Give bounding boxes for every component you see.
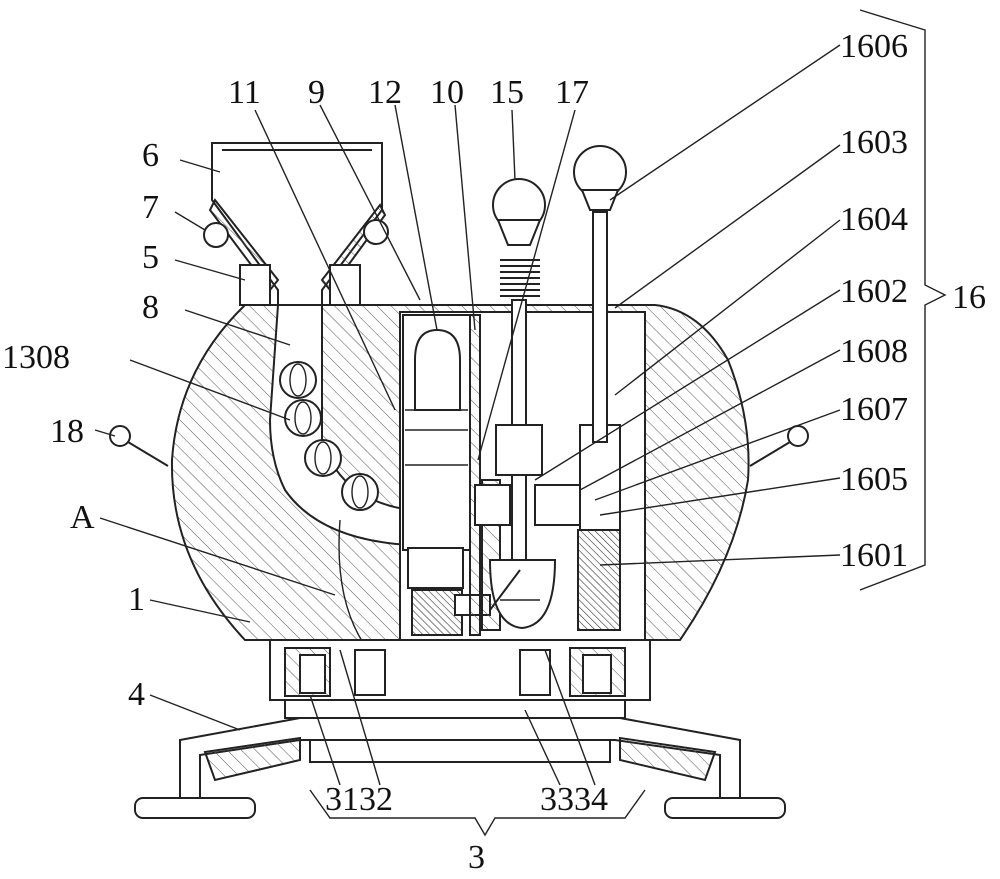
label-1603: 1603	[840, 124, 908, 161]
label-3: 3	[468, 839, 485, 876]
label-1602: 1602	[840, 273, 908, 310]
label-1605: 1605	[840, 461, 908, 498]
label-8: 8	[142, 289, 159, 326]
label-10: 10	[430, 74, 464, 111]
label-16: 16	[952, 279, 986, 316]
label-5: 5	[142, 239, 159, 276]
label-15: 15	[490, 74, 524, 111]
label-11: 11	[228, 74, 261, 111]
label-a: A	[70, 499, 95, 536]
launch-tube	[402, 314, 491, 693]
adjust-rod	[573, 145, 627, 443]
label-1606: 1606	[840, 28, 908, 65]
hopper	[203, 142, 389, 306]
label-17: 17	[555, 74, 589, 111]
label-1: 1	[128, 581, 145, 618]
label-1604: 1604	[840, 201, 908, 238]
label-6: 6	[142, 137, 159, 174]
label-3132: 3132	[325, 781, 393, 818]
label-3334: 3334	[540, 781, 608, 818]
label-9: 9	[308, 74, 325, 111]
striker-rod	[488, 178, 557, 630]
label-18: 18	[50, 413, 84, 450]
label-12: 12	[368, 74, 402, 111]
label-1608: 1608	[840, 333, 908, 370]
label-7: 7	[142, 189, 159, 226]
part-labels: 1606 11 9 12 10 15 17 1603 6 1604 7 5 16…	[2, 28, 986, 876]
label-1308: 1308	[2, 339, 70, 376]
label-1601: 1601	[840, 537, 908, 574]
side-handles	[109, 425, 809, 467]
leader-lines	[94, 9, 947, 837]
label-1607: 1607	[840, 391, 908, 428]
label-4: 4	[128, 676, 145, 713]
base	[134, 639, 786, 819]
